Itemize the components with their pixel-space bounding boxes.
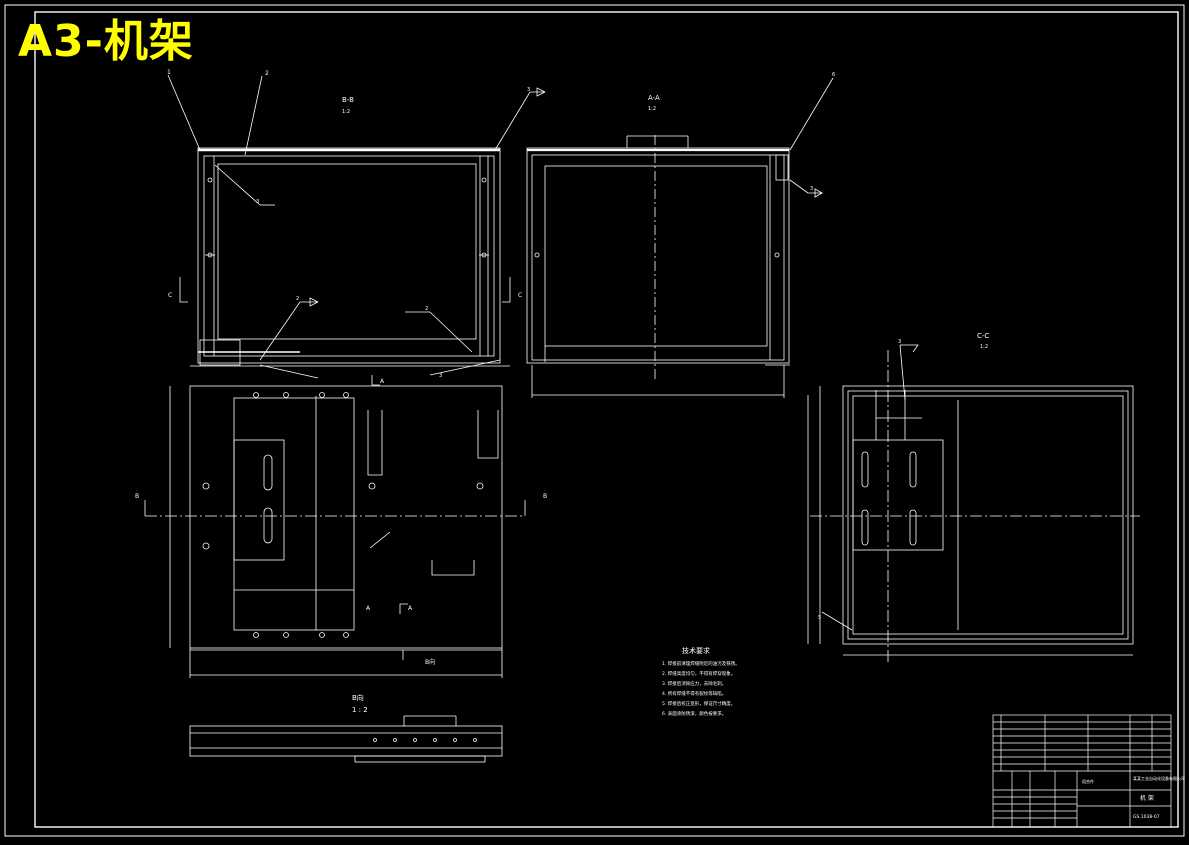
section-marker-c-right: C bbox=[518, 292, 522, 299]
balloon-2: 2 bbox=[265, 70, 269, 77]
view-cc bbox=[807, 344, 1140, 665]
weld-symbol-2: 2 bbox=[296, 296, 299, 302]
tech-req-item: 2. 焊缝高度均匀，不得有焊穿现象。 bbox=[662, 670, 735, 677]
weld-symbol-5: 3 bbox=[810, 186, 813, 192]
title-block-material: 组合件 bbox=[1082, 778, 1094, 784]
view-scale-cc: 1:2 bbox=[980, 344, 988, 350]
weld-symbol-3: 2 bbox=[425, 306, 428, 312]
weld-symbol-1: 3 bbox=[256, 199, 259, 205]
title-block-company: 某某工业自动化设备有限公司 bbox=[1133, 775, 1185, 781]
tech-req-item: 5. 焊接后校正变形，保证尺寸精度。 bbox=[662, 700, 735, 707]
tech-req-item: 6. 表面涂防锈漆，颜色按要求。 bbox=[662, 710, 726, 717]
title-block-drawing-number: GS.1038-07 bbox=[1133, 814, 1160, 820]
title-block-drawing-name: 机 架 bbox=[1140, 794, 1154, 802]
view-scale-bb: 1:2 bbox=[342, 109, 350, 115]
section-marker-a-2: A bbox=[366, 605, 371, 612]
balloon-6: 6 bbox=[832, 72, 835, 78]
drawing-title: A3-机架 bbox=[18, 16, 194, 67]
view-label-aa: A-A bbox=[648, 94, 660, 102]
weld-symbol-4: 3 bbox=[527, 87, 530, 93]
direction-label: B向 bbox=[425, 658, 435, 666]
tech-req-item: 3. 焊接后消除应力，去除毛刺。 bbox=[662, 680, 726, 687]
view-bb bbox=[167, 74, 546, 379]
view-scale-aa: 1:2 bbox=[648, 106, 656, 112]
view-label-bb: B-B bbox=[342, 96, 354, 104]
tech-req-item: 1. 焊接前清理焊缝附近的油污及铁锈。 bbox=[662, 660, 740, 667]
section-marker-a-3: A bbox=[408, 605, 413, 612]
view-aa bbox=[526, 77, 834, 398]
balloon-1: 1 bbox=[167, 69, 171, 76]
tech-req-item: 4. 所有焊缝不得有裂纹等缺陷。 bbox=[662, 690, 726, 697]
weld-symbol-6: 3 bbox=[898, 339, 901, 345]
balloon-3: 3 bbox=[439, 373, 442, 379]
section-marker-a-1: A bbox=[380, 378, 385, 385]
view-b-direction bbox=[189, 715, 503, 763]
balloon-5: 5 bbox=[818, 615, 821, 621]
title-block bbox=[992, 714, 1172, 828]
view-label-cc: C-C bbox=[977, 332, 989, 340]
section-marker-c-left: C bbox=[168, 292, 172, 299]
section-marker-b-left: B bbox=[135, 493, 139, 500]
tech-req-heading: 技术要求 bbox=[682, 646, 710, 655]
view-label-b-direction: B向 bbox=[352, 693, 364, 702]
view-plan bbox=[144, 375, 526, 678]
drawing-frame bbox=[34, 11, 1179, 828]
view-scale-b-direction: 1 : 2 bbox=[352, 706, 368, 714]
tech-requirements: 技术要求 1. 焊接前清理焊缝附近的油污及铁锈。 2. 焊缝高度均匀，不得有焊穿… bbox=[662, 646, 740, 717]
section-marker-b-right: B bbox=[543, 493, 547, 500]
